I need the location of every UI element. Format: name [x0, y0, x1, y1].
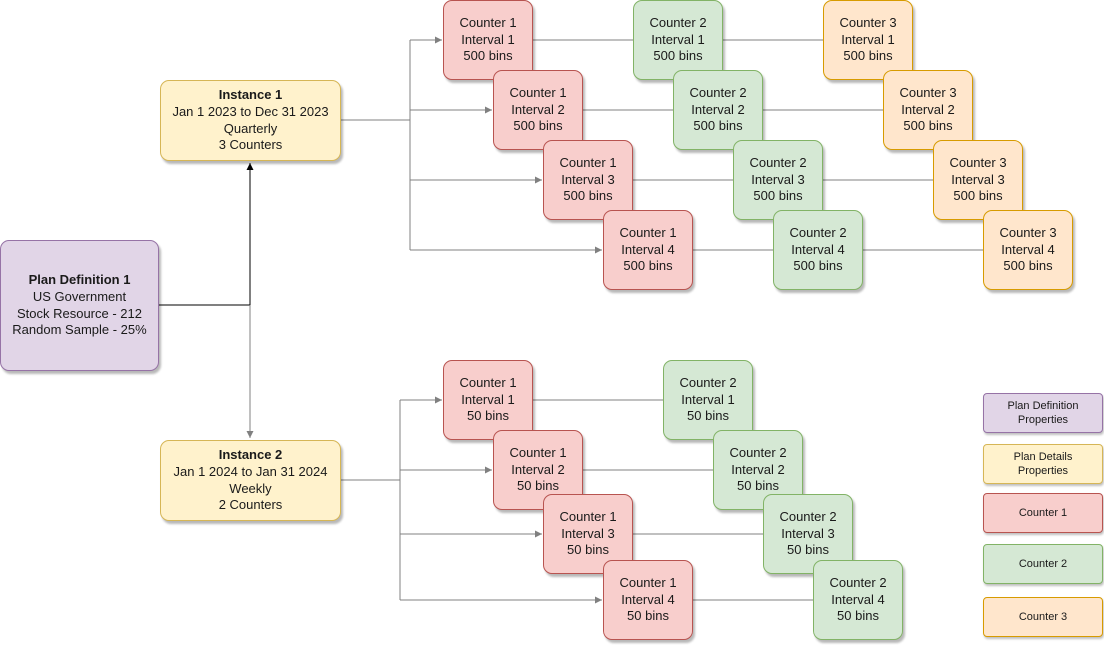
bins-label: 500 bins [753, 188, 803, 204]
bins-label: 500 bins [463, 48, 513, 64]
legend-item-plan-details-properties: Plan Details Properties [983, 444, 1103, 484]
instance-1-node[interactable]: Instance 1 Jan 1 2023 to Dec 31 2023 Qua… [160, 80, 341, 161]
instance-2-line: Jan 1 2024 to Jan 31 2024 [173, 463, 328, 479]
counter-label: Counter 3 [899, 84, 957, 100]
plan-definition-node[interactable]: Plan Definition 1 US Government Stock Re… [0, 240, 159, 371]
instance-1-line: Jan 1 2023 to Dec 31 2023 [172, 103, 329, 119]
plan-definition-line: US Government [32, 288, 127, 304]
counter-label: Counter 2 [789, 224, 847, 240]
bins-label: 500 bins [653, 48, 703, 64]
counter-label: Counter 2 [689, 84, 747, 100]
instance-2-line: Weekly [229, 480, 272, 496]
counter-label: Counter 3 [999, 224, 1057, 240]
legend-item-counter-3: Counter 3 [983, 597, 1103, 637]
bins-label: 500 bins [903, 118, 953, 134]
bins-label: 50 bins [627, 608, 669, 624]
bins-label: 500 bins [1003, 258, 1053, 274]
bins-label: 50 bins [837, 608, 879, 624]
interval-label: Interval 2 [511, 101, 565, 117]
interval-label: Interval 4 [621, 241, 675, 257]
interval-label: Interval 4 [831, 591, 885, 607]
interval-label: Interval 3 [781, 525, 835, 541]
interval-label: Interval 2 [731, 461, 785, 477]
counter-label: Counter 1 [559, 508, 617, 524]
counter-label: Counter 1 [459, 374, 517, 390]
plan-definition-title: Plan Definition 1 [28, 272, 131, 288]
bins-label: 500 bins [623, 258, 673, 274]
interval-label: Interval 1 [841, 31, 895, 47]
counter-label: Counter 2 [829, 574, 887, 590]
counter-label: Counter 2 [649, 14, 707, 30]
counter-label: Counter 3 [839, 14, 897, 30]
counter-label: Counter 1 [459, 14, 517, 30]
interval-label: Interval 4 [621, 591, 675, 607]
instance-1-line: Quarterly [223, 120, 278, 136]
interval-label: Interval 1 [461, 391, 515, 407]
interval-label: Interval 1 [461, 31, 515, 47]
bins-label: 500 bins [953, 188, 1003, 204]
interval-label: Interval 1 [681, 391, 735, 407]
plan-definition-line: Random Sample - 25% [12, 322, 147, 338]
bins-label: 500 bins [693, 118, 743, 134]
interval-label: Interval 4 [1001, 241, 1055, 257]
counter-label: Counter 2 [779, 508, 837, 524]
interval-label: Interval 2 [511, 461, 565, 477]
interval-label: Interval 3 [561, 525, 615, 541]
interval-label: Interval 4 [791, 241, 845, 257]
counter-label: Counter 1 [509, 84, 567, 100]
bins-label: 500 bins [563, 188, 613, 204]
instance-2-node[interactable]: Instance 2 Jan 1 2024 to Jan 31 2024 Wee… [160, 440, 341, 521]
counter-label: Counter 1 [559, 154, 617, 170]
plan-definition-line: Stock Resource - 212 [16, 305, 142, 321]
bins-label: 500 bins [513, 118, 563, 134]
instance-2-title: Instance 2 [218, 447, 283, 463]
bins-label: 50 bins [467, 408, 509, 424]
instance-1-line: 3 Counters [218, 137, 283, 153]
interval-label: Interval 3 [751, 171, 805, 187]
bins-label: 50 bins [517, 478, 559, 494]
counter-label: Counter 2 [729, 444, 787, 460]
interval-label: Interval 1 [651, 31, 705, 47]
interval-label: Interval 3 [561, 171, 615, 187]
counter-label: Counter 2 [749, 154, 807, 170]
counter-label: Counter 2 [679, 374, 737, 390]
counter-label: Counter 1 [619, 224, 677, 240]
interval-label: Interval 3 [951, 171, 1005, 187]
interval-label: Interval 2 [901, 101, 955, 117]
bins-label: 50 bins [737, 478, 779, 494]
bins-label: 500 bins [843, 48, 893, 64]
bins-label: 50 bins [567, 542, 609, 558]
instance-2-line: 2 Counters [218, 497, 283, 513]
bins-label: 500 bins [793, 258, 843, 274]
instance-1-title: Instance 1 [218, 87, 283, 103]
counter-label: Counter 1 [619, 574, 677, 590]
legend-item-plan-definition-properties: Plan Definition Properties [983, 393, 1103, 433]
bins-label: 50 bins [787, 542, 829, 558]
counter-label: Counter 1 [509, 444, 567, 460]
legend-item-counter-2: Counter 2 [983, 544, 1103, 584]
legend-item-counter-1: Counter 1 [983, 493, 1103, 533]
bins-label: 50 bins [687, 408, 729, 424]
counter-label: Counter 3 [949, 154, 1007, 170]
interval-label: Interval 2 [691, 101, 745, 117]
